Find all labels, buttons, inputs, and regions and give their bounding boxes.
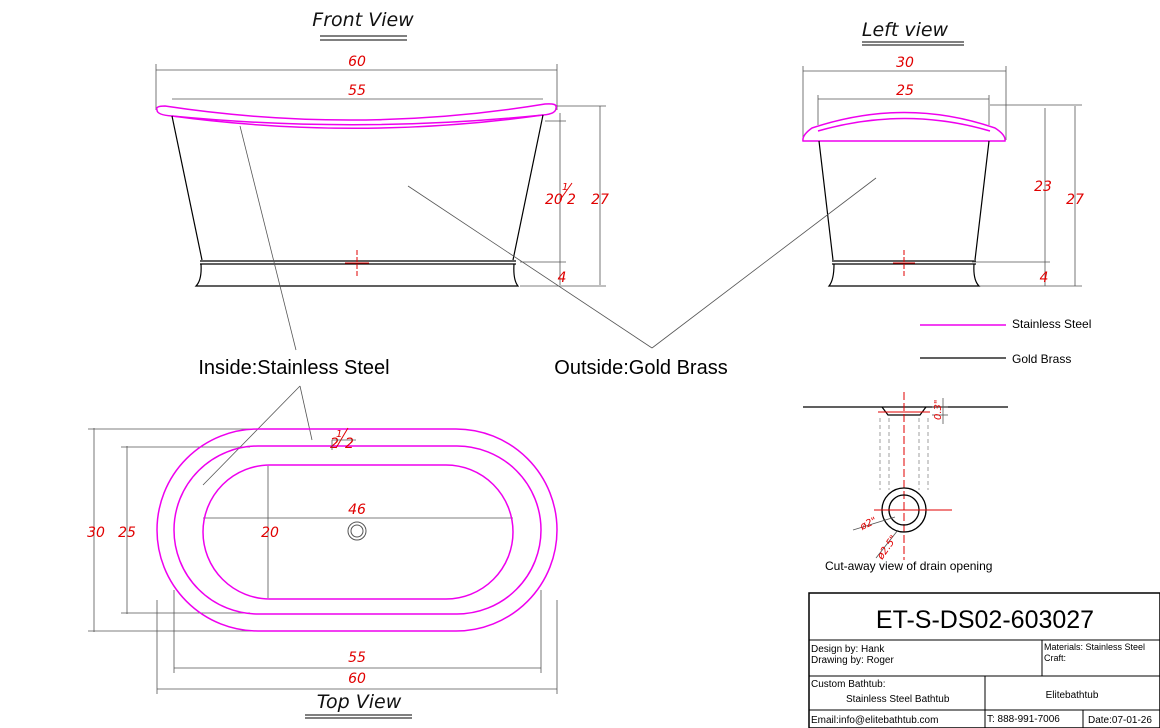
left-body-walls [818, 140, 990, 261]
drain-cutaway: 0.3" ø2" ø2.5" Cut-away view of drain op… [803, 392, 1008, 573]
legend-brass-label: Gold Brass [1012, 352, 1071, 366]
front-bowl-height-num: 1 [562, 182, 568, 193]
top-bottom-length: 46 [348, 502, 366, 518]
top-dimension-lines [88, 428, 558, 694]
date: Date:07-01-26 [1088, 715, 1152, 726]
front-bowl-height-whole: 20 [545, 192, 563, 208]
legend-stainless-label: Stainless Steel [1012, 317, 1091, 331]
leader-lines [202, 125, 877, 486]
front-inner-length: 55 [348, 83, 366, 99]
top-wall-whole: 2 [330, 436, 339, 452]
product-name: Stainless Steel Bathtub [846, 694, 950, 705]
top-inner-rim [173, 445, 542, 615]
top-wall-num: 1 [336, 429, 342, 440]
front-dimension-lines [155, 64, 606, 287]
legend: Stainless Steel Gold Brass [920, 317, 1091, 366]
left-inner-width: 25 [896, 83, 914, 99]
front-base-height: 4 [558, 270, 567, 286]
craft: Craft: [1044, 653, 1066, 663]
top-view-title: Top View [317, 691, 402, 713]
inside-material-label: Inside:Stainless Steel [198, 357, 389, 379]
brand-name: Elitebathtub [1046, 690, 1099, 701]
drawing-by: Drawing by: Roger [811, 655, 894, 666]
left-rim-inner-line [817, 117, 991, 132]
design-by: Design by: Hank [811, 644, 885, 655]
email: Email:info@elitebathtub.com [811, 715, 938, 726]
model-number: ET-S-DS02-603027 [876, 606, 1094, 634]
front-view: Front View 60 55 20 1 2 27 4 [155, 9, 609, 287]
left-base-height: 4 [1040, 270, 1049, 286]
top-bottom-width: 20 [261, 525, 279, 541]
left-base [827, 263, 981, 287]
left-overall-height: 27 [1066, 192, 1084, 208]
top-inner-length: 55 [348, 650, 366, 666]
front-rim-inner-line [171, 114, 544, 126]
left-view: Left view 30 25 23 27 4 [802, 19, 1084, 287]
drain-inner-diameter: ø2" [858, 516, 879, 534]
top-wall-thickness: 1 2 2 [330, 427, 356, 452]
front-bowl-height: 20 1 2 [545, 182, 576, 208]
left-dimension-lines [802, 66, 1082, 287]
top-outer-width: 30 [87, 525, 105, 541]
left-view-title: Left view [862, 19, 949, 41]
front-base [194, 263, 520, 287]
materials: Materials: Stainless Steel [1044, 642, 1145, 652]
drain-depth: 0.3" [933, 399, 944, 420]
left-rim [802, 111, 1006, 142]
top-wall-den: 2 [345, 436, 354, 452]
front-overall-length: 60 [348, 54, 366, 70]
top-view: 30 25 20 46 55 60 1 2 2 Top View [87, 427, 558, 719]
front-rim [155, 103, 557, 129]
front-bowl-height-den: 2 [567, 192, 576, 208]
top-bowl-bottom [202, 464, 514, 600]
top-drain-inner [350, 524, 364, 538]
top-outer-length: 60 [348, 671, 366, 687]
phone: T: 888-991-7006 [987, 714, 1060, 725]
left-bowl-height: 23 [1034, 179, 1052, 195]
front-body-walls [171, 114, 544, 261]
custom-bathtub: Custom Bathtub: [811, 679, 885, 690]
top-inner-width: 25 [118, 525, 136, 541]
front-overall-height: 27 [591, 192, 609, 208]
drain-caption: Cut-away view of drain opening [825, 559, 992, 573]
top-drain-outer [347, 521, 367, 541]
top-outer-rim [156, 428, 558, 632]
left-overall-width: 30 [896, 55, 914, 71]
outside-material-label: Outside:Gold Brass [554, 357, 727, 379]
front-view-title: Front View [312, 9, 414, 31]
title-block: ET-S-DS02-603027 Design by: Hank Drawing… [808, 592, 1160, 728]
